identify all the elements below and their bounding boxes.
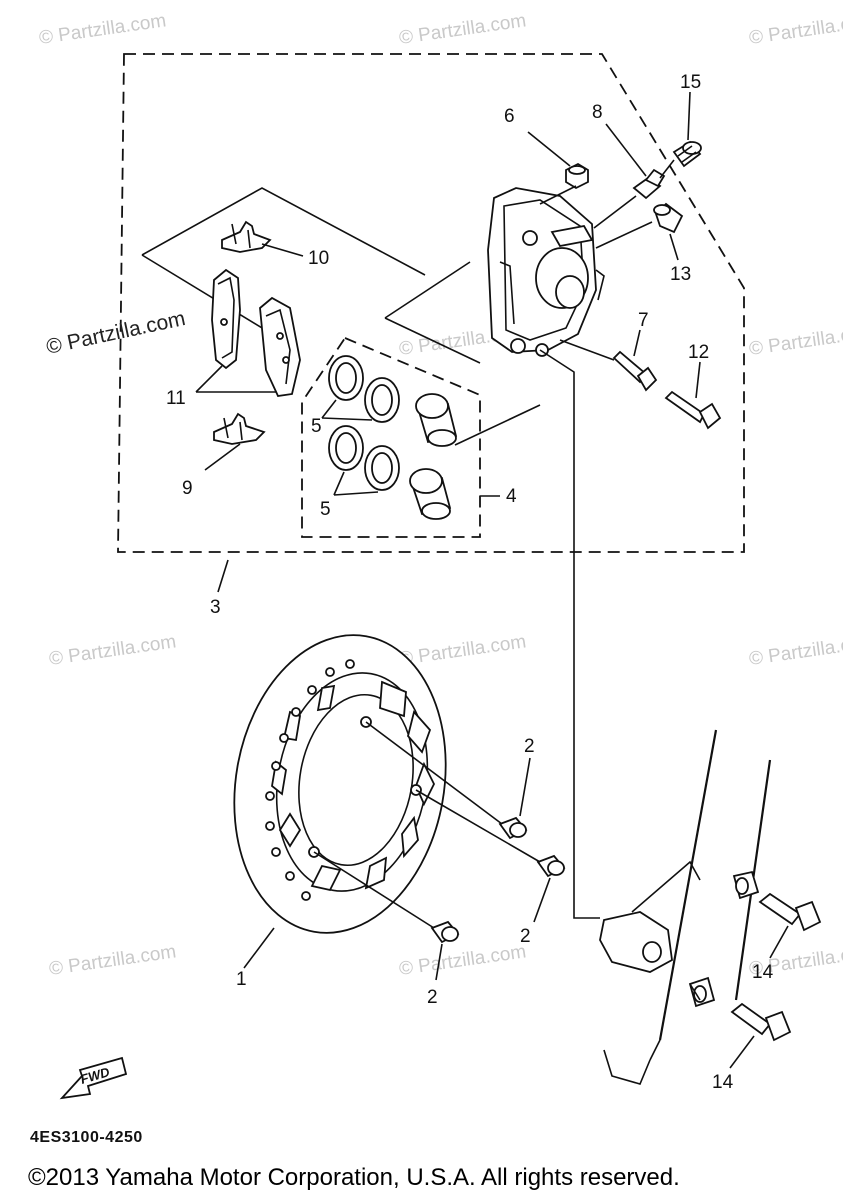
callout-10: 10 — [308, 248, 329, 269]
pad-group-outline — [141, 187, 426, 276]
front-fork-leg — [599, 729, 772, 1085]
brake-disc — [233, 634, 447, 934]
callout-13: 13 — [670, 264, 691, 285]
callout-5: 5 — [320, 499, 331, 520]
brake-pad-outer — [211, 268, 241, 370]
watermark: © Partzilla.com — [38, 10, 168, 49]
leader-3 — [217, 559, 229, 593]
piston-seal — [328, 355, 364, 401]
caliper-piston — [409, 468, 452, 520]
pad-spring-lower — [213, 412, 266, 445]
leader-5a — [321, 399, 373, 421]
seal-kit-outline — [454, 404, 541, 446]
axle-holder-bolt — [730, 1002, 792, 1042]
bleed-screw — [632, 168, 666, 200]
watermark: © Partzilla.com — [748, 10, 843, 49]
watermark: © Partzilla.com — [748, 631, 843, 670]
leader-11 — [195, 365, 276, 393]
callout-8: 8 — [592, 102, 603, 123]
bleed-cap — [672, 140, 702, 168]
side-watermark: © Partzilla.com — [44, 307, 187, 359]
callout-11: 11 — [166, 388, 186, 409]
disc-bolt — [430, 920, 460, 944]
axle-holder-bolt — [758, 892, 822, 932]
dust-seal — [364, 377, 400, 423]
watermark: © Partzilla.com — [48, 631, 178, 670]
callout-3: 3 — [210, 597, 221, 618]
leader-1 — [243, 927, 275, 969]
callout-14: 14 — [712, 1072, 734, 1093]
caliper-body — [487, 187, 605, 357]
caliper-assembly-boundary — [117, 53, 745, 553]
callout-14: 14 — [752, 962, 774, 983]
pin-boot — [653, 202, 684, 234]
pad-spring-upper — [221, 220, 272, 253]
disc-bolt — [498, 816, 528, 840]
slide-pin — [612, 350, 658, 392]
watermark: © Partzilla.com — [398, 10, 528, 49]
callout-9: 9 — [182, 478, 193, 499]
callout-2: 2 — [520, 926, 531, 947]
callout-4: 4 — [506, 486, 517, 507]
dust-seal — [364, 445, 400, 491]
callout-5: 5 — [311, 416, 322, 437]
leader-5b — [333, 471, 379, 496]
callout-layer: 1 2 2 2 3 4 5 5 6 7 8 9 10 11 12 13 14 1… — [166, 72, 774, 1093]
watermark: © Partzilla.com — [48, 941, 178, 980]
callout-12: 12 — [688, 342, 709, 363]
watermark: © Partzilla.com — [398, 941, 528, 980]
watermark: © Partzilla.com — [748, 321, 843, 360]
caliper-nut — [565, 162, 589, 190]
piston-seal — [328, 425, 364, 471]
diagram-code: 4ES3100-4250 — [30, 1129, 143, 1146]
caliper-outline — [384, 317, 481, 364]
callout-6: 6 — [504, 106, 515, 127]
callout-15: 15 — [680, 72, 701, 93]
callout-2: 2 — [427, 987, 438, 1008]
caliper-outline — [384, 261, 471, 319]
seal-kit-boundary — [301, 336, 481, 538]
fwd-arrow-icon: FWD — [59, 1056, 128, 1100]
callout-2: 2 — [524, 736, 535, 757]
watermark: © Partzilla.com — [398, 631, 528, 670]
callout-7: 7 — [638, 310, 649, 331]
copyright-notice: ©2013 Yamaha Motor Corporation, U.S.A. A… — [28, 1164, 680, 1191]
brake-pad-inner — [259, 296, 301, 397]
mount-reference-line — [539, 349, 600, 919]
caliper-bolt — [664, 390, 722, 430]
callout-1: 1 — [236, 969, 247, 990]
disc-bolt — [536, 854, 566, 878]
caliper-piston — [415, 393, 458, 447]
